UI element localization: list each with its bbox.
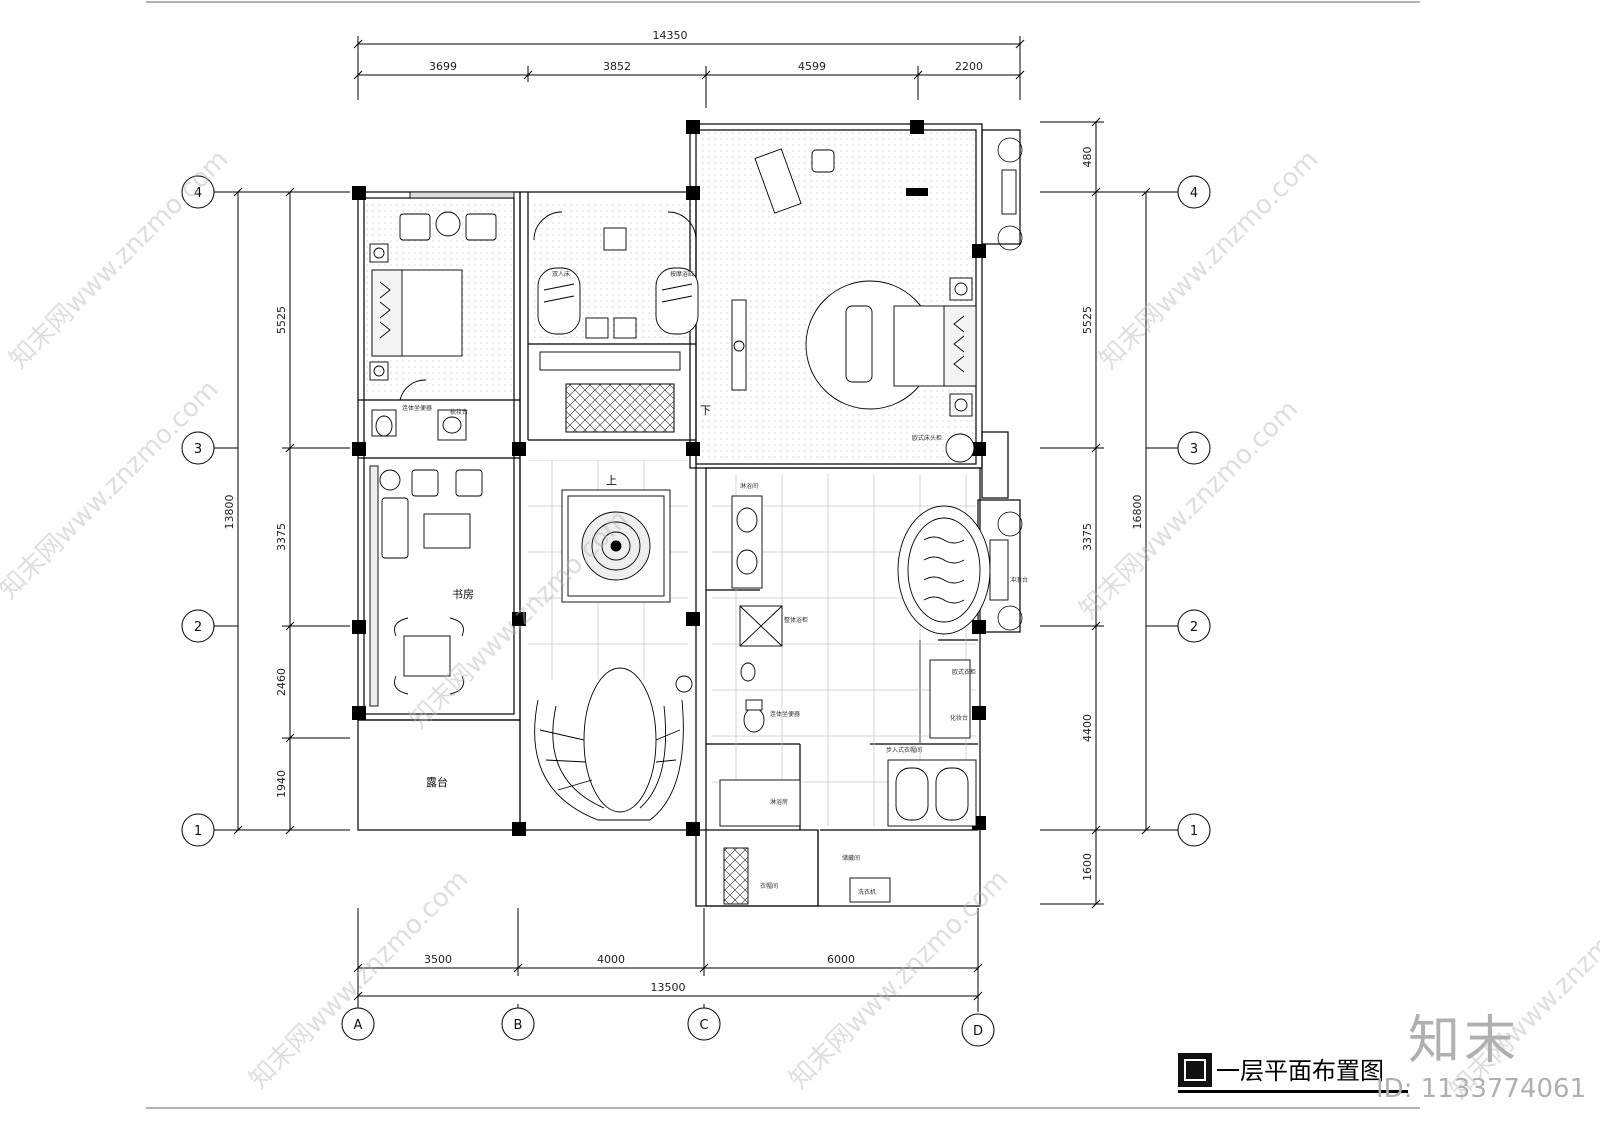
- grid-row-1-left: 1: [194, 824, 202, 839]
- label-up: 上: [606, 474, 617, 487]
- left-dim-3: 2460: [275, 668, 288, 696]
- top-dimensions: [353, 36, 1025, 108]
- grid-row-4-left: 4: [194, 186, 202, 201]
- left-dim-4: 1940: [275, 770, 288, 798]
- top-dim-1: 3699: [429, 60, 457, 73]
- note-tub: 按摩浴缸: [670, 270, 694, 278]
- title-underline: [1178, 1090, 1408, 1093]
- bottom-dimensions: [353, 908, 983, 1004]
- title-seal-icon: [1178, 1053, 1212, 1087]
- right-dim-total: 16800: [1131, 495, 1144, 530]
- watermark-3: 知末网www.znzmo.com: [1094, 144, 1325, 375]
- brand-logo: 知末: [1408, 1011, 1521, 1071]
- note-storage: 储藏间: [842, 854, 860, 862]
- document-id: ID: 1133774061: [1376, 1074, 1587, 1104]
- grid-row-2-right: 2: [1190, 620, 1198, 635]
- center-bath-fixtures: [533, 211, 699, 433]
- grid-row-1-right: 1: [1190, 824, 1198, 839]
- note-toilet-right: 连体坐便器: [770, 710, 800, 718]
- note-shower: 淋浴间: [740, 482, 758, 490]
- right-dim-1: 480: [1081, 147, 1094, 168]
- note-dresser: 化妆台: [950, 714, 968, 722]
- left-dim-2: 3375: [275, 523, 288, 551]
- master-bedroom-furniture: [731, 148, 1017, 463]
- master-bath-fixtures: [719, 495, 1009, 905]
- watermark-2: 知末网www.znzmo.com: [0, 374, 224, 605]
- left-bedroom-furniture: [369, 191, 515, 381]
- grid-col-d: D: [973, 1024, 983, 1039]
- plants-upper: [997, 137, 1023, 631]
- grid-row-4-right: 4: [1190, 186, 1198, 201]
- right-dim-4: 4400: [1081, 714, 1094, 742]
- grid-row-3-left: 3: [194, 442, 202, 457]
- note-bed: 双人床: [552, 270, 570, 278]
- right-dim-5: 1600: [1081, 853, 1094, 881]
- top-dim-total: 14350: [653, 29, 688, 42]
- left-dimensions: [230, 187, 350, 835]
- stair-hall: [534, 489, 693, 821]
- right-dim-2: 5525: [1081, 306, 1094, 334]
- note-washer: 洗衣机: [858, 888, 876, 896]
- watermark-4: 知末网www.znzmo.com: [1074, 394, 1305, 625]
- grid-col-a: A: [354, 1018, 363, 1033]
- bottom-dim-2: 4000: [597, 953, 625, 966]
- note-pool: 冲浪台: [1010, 576, 1028, 584]
- study-furniture: [369, 465, 483, 707]
- grid-col-b: B: [514, 1018, 523, 1033]
- note-toilet-left: 连体坐便器: [402, 404, 432, 412]
- note-closet: 衣帽间: [760, 882, 778, 890]
- note-shower-room: 淋浴房: [770, 798, 788, 806]
- note-vanity-right: 整体浴柜: [784, 616, 808, 624]
- drawing-title: 一层平面布置图: [1216, 1057, 1384, 1085]
- bottom-dim-1: 3500: [424, 953, 452, 966]
- label-down: 下: [700, 404, 711, 417]
- note-nightstand: 欧式床头柜: [912, 434, 942, 442]
- top-dim-3: 4599: [798, 60, 826, 73]
- top-dim-2: 3852: [603, 60, 631, 73]
- left-dim-total: 13800: [223, 495, 236, 530]
- bottom-dim-3: 6000: [827, 953, 855, 966]
- note-vanity-left: 梳妆台: [450, 408, 468, 416]
- grid-col-c: C: [699, 1018, 708, 1033]
- left-dim-1: 5525: [275, 306, 288, 334]
- note-wardrobe: 欧式衣柜: [952, 668, 976, 676]
- top-dim-4: 2200: [955, 60, 983, 73]
- watermark-1: 知末网www.znzmo.com: [4, 144, 235, 375]
- grid-row-3-right: 3: [1190, 442, 1198, 457]
- room-study: 书房: [452, 588, 474, 601]
- grid-axes: [181, 175, 1211, 1047]
- left-bath-fixtures: [371, 379, 467, 441]
- watermark-6: 知末网www.znzmo.com: [244, 864, 475, 1095]
- right-dimensions: [1040, 117, 1154, 909]
- bottom-dim-total: 13500: [651, 981, 686, 994]
- grid-row-2-left: 2: [194, 620, 202, 635]
- note-walkin: 步入式衣帽间: [886, 746, 922, 754]
- right-dim-3: 3375: [1081, 523, 1094, 551]
- room-terrace: 露台: [426, 775, 448, 789]
